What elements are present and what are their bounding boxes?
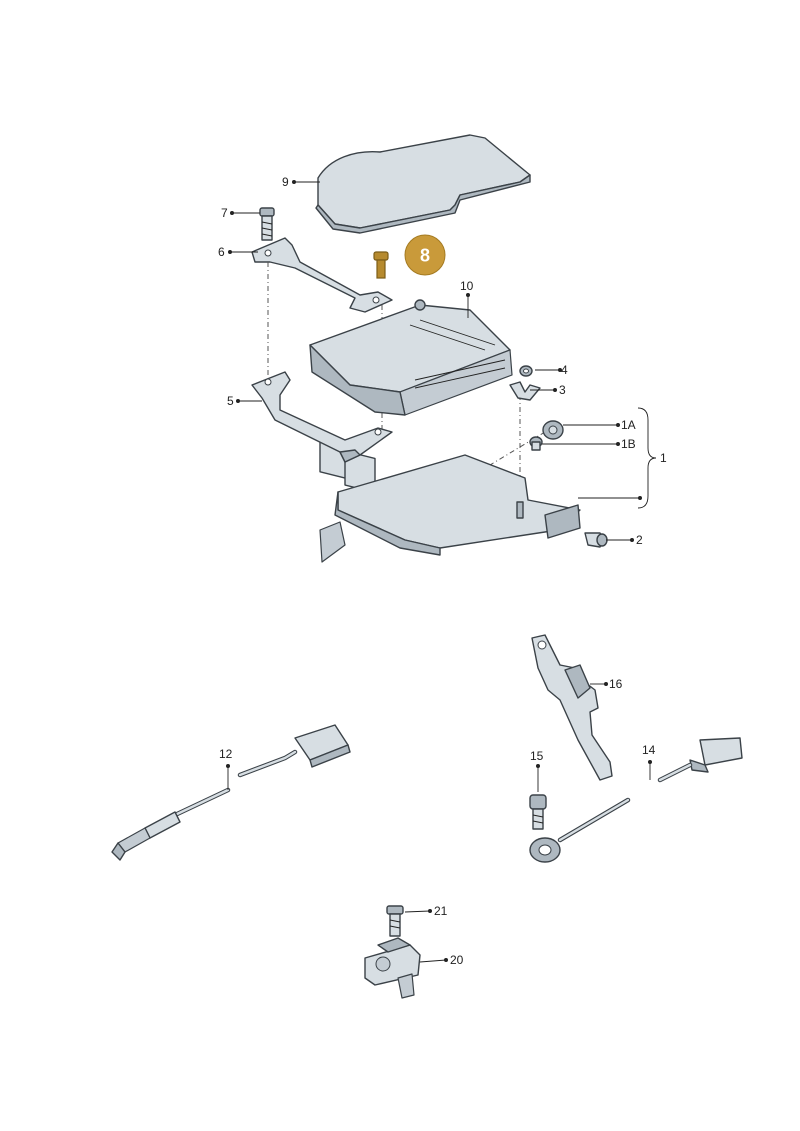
label-part-21: 21: [434, 904, 448, 918]
label-part-1a: 1A: [621, 418, 636, 432]
leader-lines: [226, 180, 652, 963]
part-16-bracket[interactable]: [531, 634, 613, 781]
part-8-bolt-highlighted[interactable]: [373, 251, 389, 279]
label-part-16: 16: [609, 677, 623, 691]
label-part-14: 14: [642, 743, 656, 757]
part-7-bolt[interactable]: [259, 207, 275, 241]
part-6-bracket[interactable]: [251, 237, 393, 313]
label-part-10: 10: [460, 279, 474, 293]
part-12-sensor[interactable]: [111, 724, 351, 861]
part-3-clip[interactable]: [509, 381, 541, 401]
part-5-bracket[interactable]: [251, 371, 393, 463]
group-brace-1: [637, 407, 657, 509]
part-1-carrier[interactable]: [319, 454, 581, 563]
label-part-6: 6: [218, 245, 225, 259]
label-part-4: 4: [561, 363, 568, 377]
part-8-badge[interactable]: 8: [404, 234, 446, 276]
part-21-bolt[interactable]: [386, 905, 404, 937]
part-14-sensor[interactable]: [529, 737, 743, 863]
label-part-2: 2: [636, 533, 643, 547]
label-part-7: 7: [221, 206, 228, 220]
badge-label: 8: [420, 246, 430, 266]
label-part-9: 9: [282, 175, 289, 189]
label-part-1: 1: [660, 451, 667, 465]
part-2-bolt[interactable]: [584, 532, 608, 548]
label-part-5: 5: [227, 394, 234, 408]
part-4-nut[interactable]: [519, 365, 533, 377]
label-part-3: 3: [559, 383, 566, 397]
part-15-bolt[interactable]: [529, 794, 547, 830]
part-1b-spacer[interactable]: [529, 436, 543, 451]
part-10-control-unit[interactable]: [309, 299, 513, 494]
part-9-cover[interactable]: [315, 134, 531, 234]
label-part-15: 15: [530, 749, 544, 763]
label-part-20: 20: [450, 953, 464, 967]
part-1a-grommet[interactable]: [542, 420, 564, 440]
part-20-sensor[interactable]: [364, 937, 421, 999]
label-part-1b: 1B: [621, 437, 636, 451]
label-part-12: 12: [219, 747, 233, 761]
